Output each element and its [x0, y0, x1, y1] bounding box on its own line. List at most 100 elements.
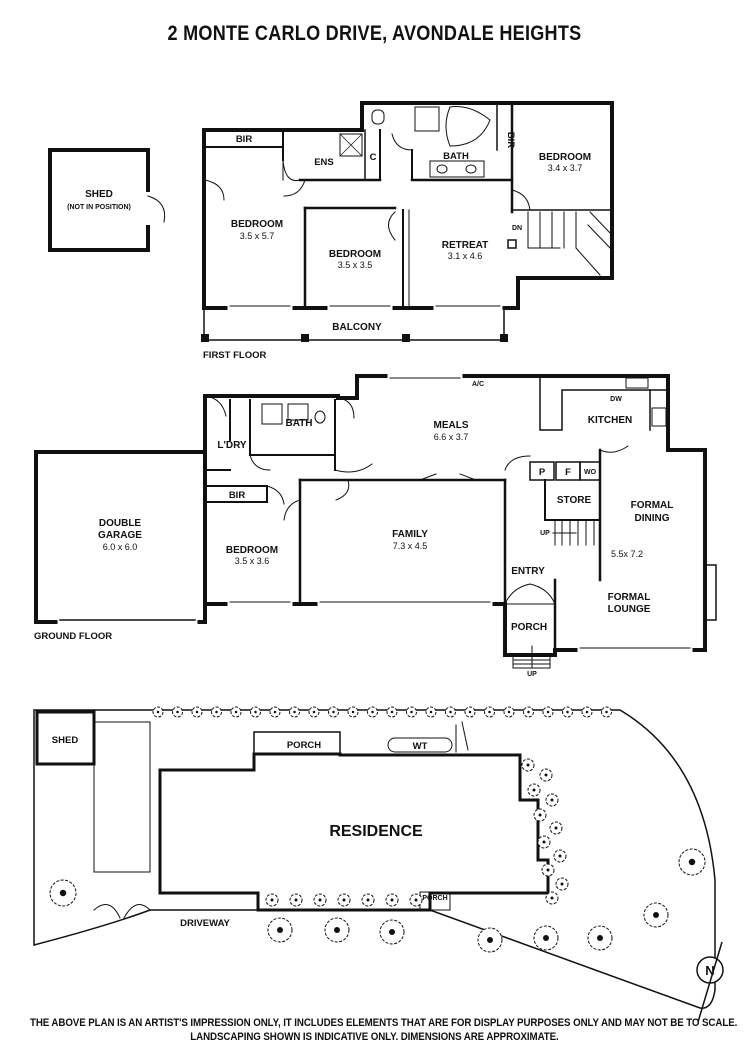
- gf-garage-name2: GARAGE: [98, 530, 142, 541]
- shed-label: SHED: [85, 189, 113, 200]
- page-title: 2 MONTE CARLO DRIVE, AVONDALE HEIGHTS: [167, 22, 582, 45]
- ff-retreat-name: RETREAT: [442, 240, 488, 251]
- tree-trunk-icon: [542, 840, 546, 844]
- landscape-trees: [49, 706, 706, 953]
- tree-trunk-icon: [527, 710, 530, 714]
- gf-bedroom-name: BEDROOM: [226, 545, 278, 556]
- ff-bedroom-ne-name: BEDROOM: [539, 152, 591, 163]
- gf-dw-label: DW: [610, 396, 622, 403]
- tree-trunk-icon: [560, 882, 564, 886]
- tree-trunk-icon: [488, 710, 491, 714]
- tree-trunk-icon: [410, 710, 413, 714]
- tree-trunk-icon: [414, 898, 418, 902]
- gf-store-label: STORE: [557, 495, 592, 506]
- tree-trunk-icon: [215, 710, 218, 714]
- gf-formal-lounge-name1: FORMAL: [608, 592, 651, 603]
- gf-f-label: F: [565, 467, 571, 478]
- gf-formal-dims: 5.5x 7.2: [611, 549, 643, 559]
- tree-trunk-icon: [532, 788, 536, 792]
- tree-trunk-icon: [507, 710, 511, 714]
- ff-bath-label: BATH: [443, 151, 469, 162]
- disclaimer-line-1: THE ABOVE PLAN IS AN ARTIST'S IMPRESSION…: [29, 1017, 738, 1029]
- tree-trunk-icon: [293, 710, 296, 714]
- tree-trunk-icon: [546, 868, 550, 872]
- tree-trunk-icon: [351, 710, 355, 714]
- disclaimer-line-2: LANDSCAPING SHOWN IS INDICATIVE ONLY. DI…: [190, 1031, 559, 1043]
- tree-trunk-icon: [538, 813, 542, 817]
- tree-trunk-icon: [487, 937, 493, 943]
- gf-garage-dims: 6.0 x 6.0: [103, 542, 138, 552]
- tree-trunk-icon: [234, 710, 238, 714]
- gf-bir-label: BIR: [229, 490, 246, 501]
- gf-p-label: P: [539, 467, 546, 478]
- ff-bedroom-c-dims: 3.5 x 3.5: [338, 260, 373, 270]
- ff-bedroom-w-dims: 3.5 x 5.7: [240, 231, 275, 241]
- ff-bir2-label: BIR: [505, 132, 516, 149]
- ff-ens-label: ENS: [314, 157, 334, 168]
- tree-trunk-icon: [526, 763, 530, 767]
- tree-trunk-icon: [273, 710, 277, 714]
- ff-c-label: C: [370, 152, 377, 163]
- tree-trunk-icon: [254, 710, 257, 714]
- tree-trunk-icon: [195, 710, 199, 714]
- site-shed-label: SHED: [52, 735, 79, 746]
- site-porch-back-label: PORCH: [287, 740, 321, 751]
- gf-ac-label: A/C: [472, 381, 484, 388]
- tree-trunk-icon: [390, 710, 394, 714]
- tree-trunk-icon: [688, 858, 696, 866]
- gf-porch-label: PORCH: [511, 622, 547, 633]
- site-driveway-label: DRIVEWAY: [180, 918, 230, 929]
- tree-trunk-icon: [653, 912, 659, 918]
- gf-formal-dining-name2: DINING: [635, 513, 670, 524]
- first-floor-label: FIRST FLOOR: [203, 350, 266, 361]
- gf-meals-name: MEALS: [434, 420, 469, 431]
- site-residence-label: RESIDENCE: [329, 823, 423, 840]
- ff-dn-label: DN: [512, 225, 522, 232]
- tree-trunk-icon: [550, 896, 554, 900]
- tree-trunk-icon: [597, 935, 603, 941]
- ff-bedroom-ne-dims: 3.4 x 3.7: [548, 163, 583, 173]
- tree-trunk-icon: [371, 710, 374, 714]
- gf-ldry-label: L'DRY: [217, 440, 247, 451]
- north-arrow-icon: N: [696, 941, 724, 1023]
- gf-up-label: UP: [540, 530, 550, 537]
- gf-family-dims: 7.3 x 4.5: [393, 541, 428, 551]
- gf-garage-name1: DOUBLE: [99, 518, 142, 529]
- tree-trunk-icon: [294, 898, 298, 902]
- tree-trunk-icon: [59, 889, 67, 897]
- gf-kitchen-label: KITCHEN: [588, 415, 632, 426]
- gf-formal-dining-name1: FORMAL: [631, 500, 674, 511]
- tree-trunk-icon: [366, 898, 370, 902]
- gf-meals-dims: 6.6 x 3.7: [434, 432, 469, 442]
- tree-trunk-icon: [270, 898, 274, 902]
- tree-trunk-icon: [546, 710, 550, 714]
- tree-trunk-icon: [332, 710, 335, 714]
- gf-up2-label: UP: [527, 671, 537, 678]
- tree-trunk-icon: [176, 710, 179, 714]
- tree-trunk-icon: [277, 927, 283, 933]
- ff-bedroom-c-name: BEDROOM: [329, 249, 381, 260]
- tree-trunk-icon: [449, 710, 452, 714]
- ff-bedroom-w-name: BEDROOM: [231, 219, 283, 230]
- site-plan: [33, 709, 716, 1009]
- site-porch-front-label: PORCH: [422, 895, 447, 902]
- tree-trunk-icon: [605, 710, 608, 714]
- shed-note: (NOT IN POSITION): [67, 204, 131, 211]
- tree-trunk-icon: [334, 927, 340, 933]
- tree-trunk-icon: [468, 710, 472, 714]
- ff-bir-label: BIR: [236, 134, 253, 145]
- tree-trunk-icon: [543, 935, 549, 941]
- ff-balcony-label: BALCONY: [332, 322, 382, 333]
- gf-entry-label: ENTRY: [511, 566, 545, 577]
- tree-trunk-icon: [389, 929, 395, 935]
- tree-trunk-icon: [566, 710, 569, 714]
- tree-trunk-icon: [342, 898, 346, 902]
- tree-trunk-icon: [544, 773, 548, 777]
- tree-trunk-icon: [390, 898, 394, 902]
- tree-trunk-icon: [585, 710, 589, 714]
- tree-trunk-icon: [312, 710, 316, 714]
- shed-plan: [48, 148, 166, 252]
- ground-floor-plan: [34, 373, 717, 669]
- ground-floor-label: GROUND FLOOR: [34, 631, 112, 642]
